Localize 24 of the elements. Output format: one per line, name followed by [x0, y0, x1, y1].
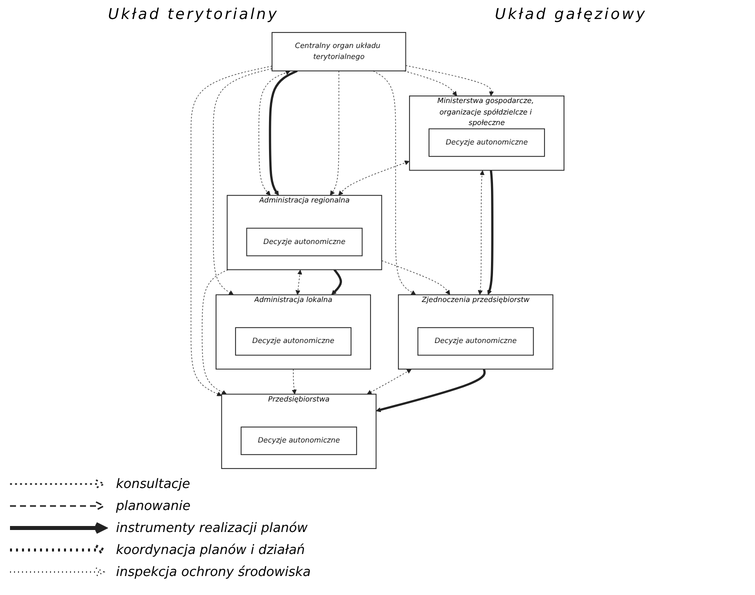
column-heading: Układ gałęziowy	[494, 5, 647, 23]
arrow	[376, 368, 486, 412]
arrow	[292, 368, 297, 394]
arrow	[190, 66, 272, 396]
arrow	[202, 269, 228, 394]
legend-label: planowanie	[116, 498, 190, 514]
arrow	[296, 270, 302, 295]
legend-label: koordynacja planów i działań	[116, 542, 305, 558]
legend-label: instrumenty realizacji planów	[116, 520, 308, 536]
arrow	[478, 170, 484, 295]
arrow	[331, 269, 342, 295]
arrow	[366, 369, 412, 394]
arrow	[381, 260, 450, 295]
arrow	[213, 68, 272, 295]
arrow	[330, 70, 340, 196]
arrow	[268, 70, 298, 196]
legend-label: inspekcja ochrony środowiska	[116, 564, 311, 580]
legend-label: konsultacje	[116, 476, 190, 492]
arrow	[258, 70, 290, 196]
arrow	[372, 70, 416, 295]
column-heading: Układ terytorialny	[108, 5, 279, 23]
arrow	[405, 65, 494, 96]
arrow	[338, 160, 410, 196]
arrow	[487, 170, 494, 295]
